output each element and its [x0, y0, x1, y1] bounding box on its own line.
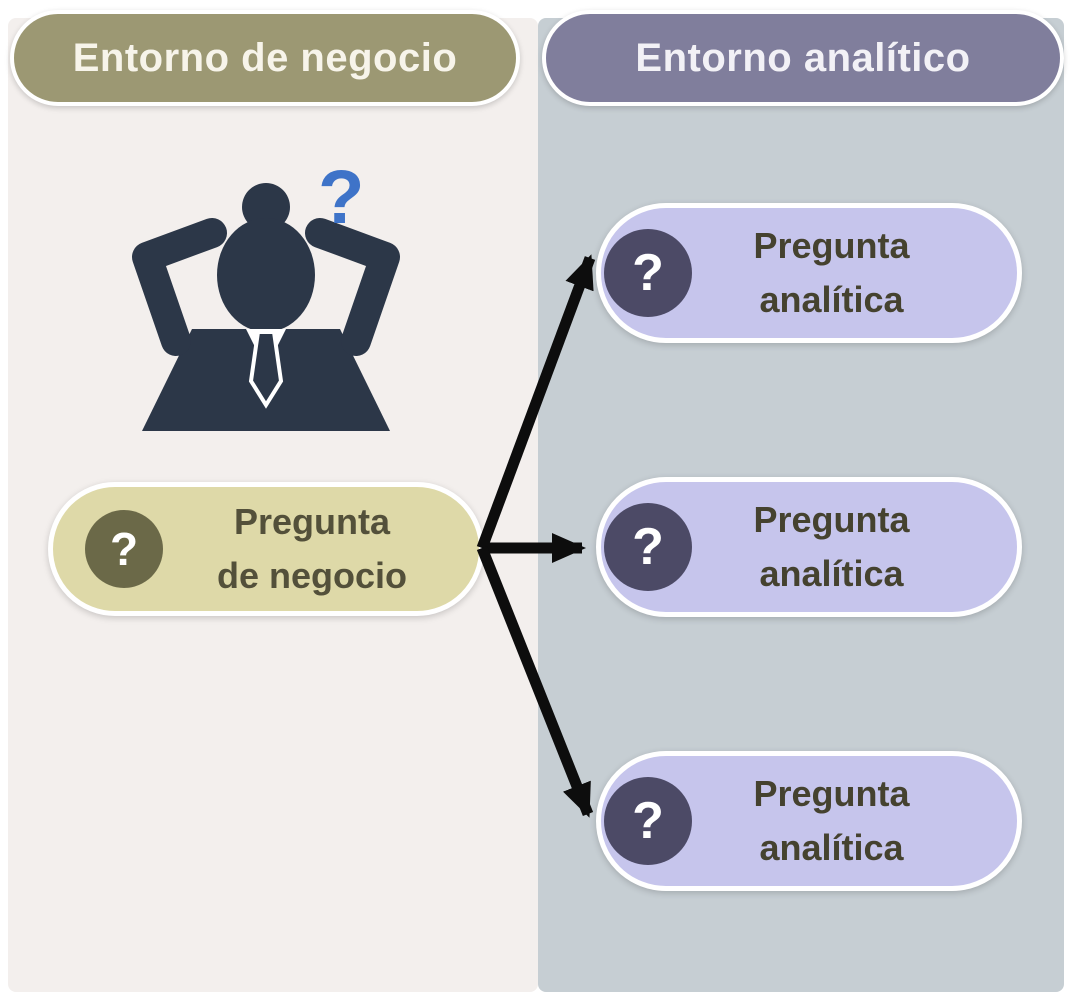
- question-mark-glyph: ?: [632, 244, 664, 302]
- question-mark-icon: ?: [85, 510, 163, 588]
- analytic-question-line2: analítica: [759, 553, 904, 594]
- analytic-question-line2: analítica: [759, 827, 904, 868]
- analytic-question-line1: Pregunta: [753, 225, 910, 266]
- analytic-header-label: Entorno analítico: [635, 35, 971, 80]
- analytic-question-label-2: Pregunta analítica: [692, 493, 1017, 601]
- question-mark-icon: ?: [604, 229, 692, 317]
- business-question-line1: Pregunta: [233, 501, 391, 542]
- thinking-question-mark-icon: ?: [318, 155, 365, 240]
- business-question-line2: de negocio: [216, 555, 408, 596]
- question-mark-glyph: ?: [632, 792, 664, 850]
- business-header-label: Entorno de negocio: [72, 35, 458, 80]
- question-mark-glyph: ?: [632, 518, 664, 576]
- question-mark-glyph: ?: [109, 523, 139, 575]
- analytic-question-line2: analítica: [759, 279, 904, 320]
- analytic-question-label-3: Pregunta analítica: [692, 767, 1017, 875]
- question-mark-icon: ?: [604, 777, 692, 865]
- analytic-header-pill: Entorno analítico: [542, 10, 1064, 106]
- analytic-question-line1: Pregunta: [753, 773, 910, 814]
- business-question-label: Pregunta de negocio: [163, 495, 479, 603]
- analytic-question-box-3: ? Pregunta analítica: [596, 751, 1022, 891]
- analytic-question-label-1: Pregunta analítica: [692, 219, 1017, 327]
- confused-person-icon: [132, 183, 400, 431]
- business-header-pill: Entorno de negocio: [10, 10, 520, 106]
- analytic-question-box-1: ? Pregunta analítica: [596, 203, 1022, 343]
- analytic-question-line1: Pregunta: [753, 499, 910, 540]
- business-question-box: ? Pregunta de negocio: [48, 482, 484, 616]
- analytic-question-box-2: ? Pregunta analítica: [596, 477, 1022, 617]
- question-mark-icon: ?: [604, 503, 692, 591]
